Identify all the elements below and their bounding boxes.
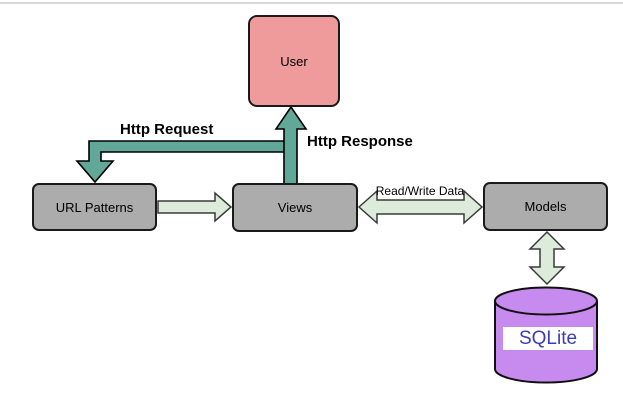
node-user-label: User	[280, 53, 308, 69]
url-to-views-arrow	[157, 191, 233, 223]
node-url-patterns-label: URL Patterns	[55, 199, 134, 215]
read-write-data-label: Read/Write Data	[375, 184, 465, 198]
views-models-arrow	[357, 189, 484, 225]
node-user: User	[248, 15, 340, 107]
node-views-label: Views	[277, 200, 313, 215]
http-response-arrow	[274, 105, 308, 185]
http-response-label: Http Response	[307, 133, 413, 150]
top-border-line	[0, 2, 623, 4]
http-request-arrow	[75, 140, 292, 184]
sqlite-cylinder-top	[494, 286, 598, 316]
node-models: Models	[483, 182, 608, 231]
sqlite-label: SQLite	[503, 327, 593, 350]
node-url-patterns: URL Patterns	[32, 183, 157, 231]
http-request-label: Http Request	[120, 121, 214, 138]
node-views: Views	[232, 183, 358, 232]
node-models-label: Models	[524, 199, 567, 214]
models-sqlite-arrow	[528, 230, 566, 286]
